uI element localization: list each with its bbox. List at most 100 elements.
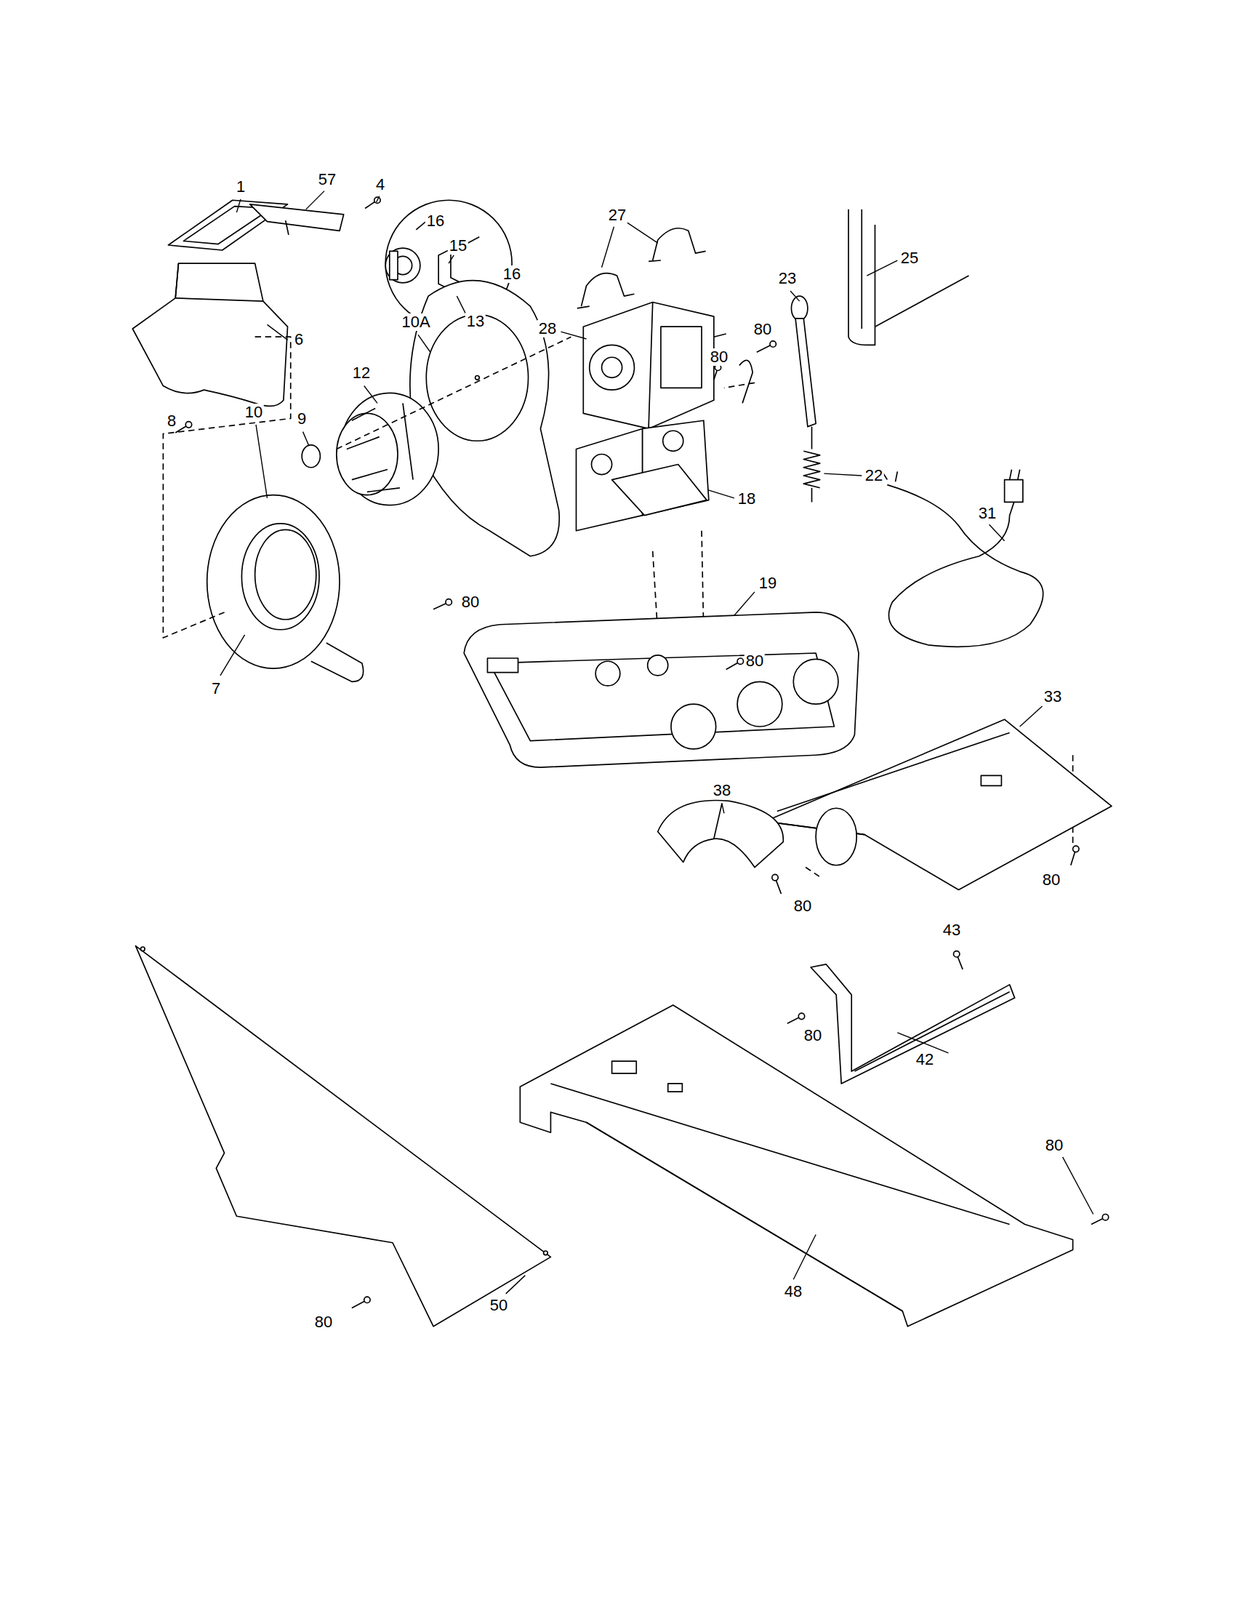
leader-line bbox=[790, 290, 800, 302]
base-pan bbox=[489, 652, 834, 741]
exhaust-duct bbox=[815, 807, 857, 866]
callout-number: 80 bbox=[313, 1313, 334, 1331]
callout-number: 4 bbox=[374, 175, 387, 194]
spring bbox=[803, 426, 820, 503]
power-cord bbox=[895, 471, 898, 482]
callout-number: 16 bbox=[501, 265, 523, 283]
leader-line bbox=[989, 524, 1005, 541]
callout-number: 43 bbox=[941, 921, 962, 939]
base-pan bbox=[793, 658, 839, 704]
panel-edge bbox=[848, 209, 875, 346]
base-rail bbox=[519, 1004, 1073, 1327]
duct bbox=[132, 263, 288, 406]
idler-lever bbox=[791, 295, 816, 427]
motor-clamp bbox=[648, 260, 661, 262]
exhaust-duct bbox=[777, 732, 1010, 811]
link-wire bbox=[739, 359, 753, 403]
access-panel bbox=[135, 945, 552, 1327]
leader-line bbox=[897, 1032, 949, 1053]
callout-number: 23 bbox=[777, 269, 798, 288]
callout-number: 10A bbox=[399, 313, 432, 331]
leader-line bbox=[560, 331, 587, 339]
base-pan bbox=[487, 657, 518, 673]
access-panel bbox=[543, 1250, 549, 1255]
callout-number: 31 bbox=[977, 504, 998, 523]
blower-wheel bbox=[351, 469, 388, 480]
leader-line bbox=[376, 196, 380, 203]
callout-number: 13 bbox=[465, 312, 486, 331]
motor-clamp bbox=[577, 306, 590, 309]
blower-housing bbox=[207, 495, 340, 669]
callout-number: 1 bbox=[234, 178, 247, 196]
leader-line bbox=[220, 191, 1094, 1294]
blower-wheel bbox=[367, 487, 400, 493]
callout-number: 9 bbox=[295, 410, 308, 428]
blower-housing bbox=[255, 529, 317, 619]
assembly-line bbox=[162, 336, 291, 638]
callout-number: 80 bbox=[1041, 871, 1062, 889]
screw bbox=[798, 1012, 805, 1019]
blower-wheel bbox=[351, 407, 376, 421]
leader-line bbox=[255, 424, 267, 499]
blower-housing bbox=[410, 280, 560, 557]
power-cord bbox=[887, 484, 1043, 648]
blower-housing bbox=[475, 375, 480, 381]
detail-callout bbox=[385, 247, 421, 283]
leader-line bbox=[602, 226, 615, 268]
exhaust-duct bbox=[764, 719, 1112, 890]
leader-line bbox=[418, 334, 431, 352]
callout-number: 80 bbox=[792, 897, 813, 915]
screw bbox=[364, 1296, 371, 1303]
leader-line bbox=[866, 260, 898, 276]
access-panel bbox=[141, 946, 146, 951]
screw bbox=[769, 340, 776, 347]
base-rail bbox=[550, 1083, 1010, 1225]
callout-number: 28 bbox=[537, 319, 558, 338]
screw bbox=[351, 1296, 371, 1308]
rail-bracket bbox=[810, 964, 1015, 1084]
blower-wheel bbox=[336, 412, 398, 495]
elbow-duct bbox=[657, 800, 784, 868]
elbow-duct bbox=[713, 802, 722, 839]
duct bbox=[175, 263, 179, 299]
clip bbox=[301, 444, 320, 468]
screw bbox=[953, 950, 959, 957]
leader-line bbox=[266, 324, 288, 340]
motor bbox=[660, 326, 702, 388]
panel-edge bbox=[874, 275, 969, 327]
callout-number: 19 bbox=[757, 574, 778, 592]
access-panel bbox=[135, 945, 552, 1327]
base-pan bbox=[595, 660, 621, 686]
leader-line bbox=[721, 804, 725, 814]
callout-number: 22 bbox=[863, 466, 885, 485]
power-cord bbox=[881, 469, 1043, 648]
clip bbox=[301, 444, 320, 468]
spring bbox=[811, 426, 813, 450]
panel-edge bbox=[848, 209, 970, 346]
blower-wheel bbox=[402, 402, 413, 480]
callout-number: 8 bbox=[165, 412, 178, 430]
motor bbox=[589, 344, 635, 390]
exhaust-duct bbox=[980, 775, 1002, 786]
bracket bbox=[250, 204, 344, 231]
leader-line bbox=[303, 431, 309, 447]
motor-mount bbox=[663, 430, 684, 451]
motor-mount bbox=[612, 464, 707, 516]
motor bbox=[583, 302, 714, 429]
base-pan bbox=[463, 612, 859, 768]
base-rail bbox=[519, 1004, 1073, 1327]
duct bbox=[175, 298, 264, 302]
motor bbox=[648, 302, 653, 429]
assembly-line bbox=[724, 382, 755, 388]
exploded-parts-illustration bbox=[132, 197, 1112, 1327]
screw bbox=[1091, 1213, 1109, 1224]
leader-line bbox=[793, 1234, 816, 1280]
blower-housing bbox=[410, 280, 560, 557]
callout-number: 38 bbox=[711, 781, 733, 800]
power-cord bbox=[1004, 479, 1023, 503]
base-pan bbox=[463, 612, 859, 768]
base-pan bbox=[671, 703, 717, 749]
elbow-duct bbox=[657, 800, 784, 868]
screw bbox=[445, 599, 452, 605]
